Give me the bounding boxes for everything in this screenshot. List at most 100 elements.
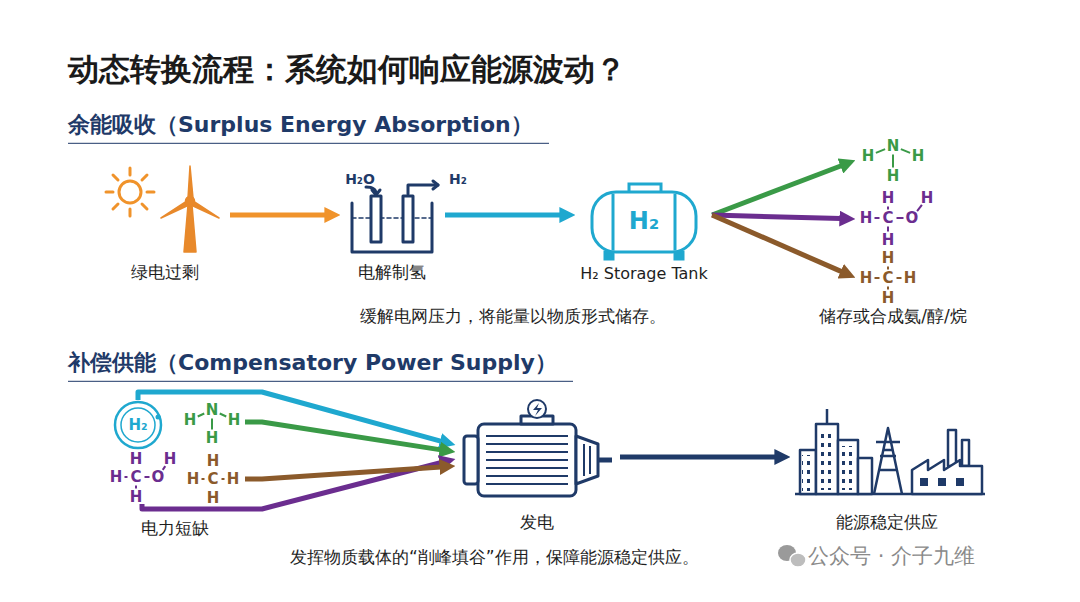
source-icon-node: 绿电过剩 xyxy=(100,160,230,285)
node-label: H₂ Storage Tank xyxy=(580,264,708,283)
city-icon-part xyxy=(962,440,969,466)
atom-symbol: C xyxy=(882,271,893,286)
bond-line xyxy=(887,207,889,210)
bond-line xyxy=(887,267,889,270)
node-label: 电解制氢 xyxy=(358,262,426,282)
node-label: H₂ xyxy=(629,207,660,236)
electrolyzer-icon-part xyxy=(352,203,432,252)
sun-icon-part xyxy=(142,204,147,209)
atom-symbol: H xyxy=(887,169,900,184)
atom-symbol: H xyxy=(921,191,934,206)
sun-icon-part xyxy=(106,191,113,194)
bond-line xyxy=(222,478,225,480)
atom-symbol: H xyxy=(130,452,143,467)
bond-line xyxy=(135,486,137,489)
molecule-node: HHHCOH xyxy=(106,452,178,504)
atom-symbol: H xyxy=(882,291,895,306)
atom-symbol: H xyxy=(882,233,895,248)
circle-outline-ring xyxy=(115,402,161,448)
circle-inner-ring xyxy=(121,408,155,442)
city-icon-part xyxy=(874,428,902,494)
bond-line xyxy=(897,277,902,279)
city-icon-part xyxy=(948,430,956,466)
bond-line xyxy=(876,149,885,153)
generator-icon-part xyxy=(576,436,598,484)
wind-turbine-icon-part xyxy=(184,205,196,252)
bond-line xyxy=(887,227,889,232)
electrolyzer-icon-part xyxy=(433,181,438,189)
sun-icon-part xyxy=(129,168,132,175)
node-label: 发电 xyxy=(520,512,554,532)
bond-line xyxy=(145,476,150,478)
hydrogen-tank-icon-part xyxy=(675,252,683,259)
atom-symbol: H xyxy=(228,413,241,428)
bond-line xyxy=(887,287,889,290)
bond-line xyxy=(875,217,880,219)
atom-symbol: H xyxy=(207,491,220,506)
sun-icon-part xyxy=(113,175,118,180)
flow-arrow xyxy=(230,213,326,218)
node-label: 能源稳定供应 xyxy=(836,512,938,532)
sun-icon-part xyxy=(113,204,118,209)
bond-line xyxy=(220,414,227,417)
hydrogen-tank-icon xyxy=(592,184,696,259)
atom-symbol: H xyxy=(184,413,197,428)
flow-arrow xyxy=(138,392,442,441)
storage-icon-node: H₂ H₂ Storage Tank xyxy=(575,170,712,285)
section-heading: 补偿供能（Compensatory Power Supply） xyxy=(68,350,573,382)
city-icon-part xyxy=(938,478,946,486)
node-label: 绿电过剩 xyxy=(131,262,199,282)
process-icon-node: 电解制氢 xyxy=(340,165,445,285)
electrolyzer-icon-part xyxy=(352,217,432,219)
atom-symbol: H xyxy=(860,271,873,286)
city-icon-part xyxy=(912,460,982,494)
city-icon-part xyxy=(802,455,814,491)
electrolyzer-icon-part xyxy=(372,190,380,195)
bond-line xyxy=(198,414,205,417)
chemical-label: H₂O xyxy=(345,171,375,188)
diagram-title: 动态转换流程：系统如何响应能源波动？ xyxy=(68,51,626,88)
bond-line xyxy=(875,277,880,279)
wind-turbine-icon-part xyxy=(161,201,189,218)
city-icon-part xyxy=(800,450,816,494)
city-icon xyxy=(795,409,985,494)
wind-turbine-icon xyxy=(161,166,219,252)
atom-symbol: H xyxy=(227,472,240,487)
caption-note: 缓解电网压力，将能量以物质形式储存。 xyxy=(360,306,666,326)
bond-line xyxy=(901,149,910,153)
city-icon-part xyxy=(819,430,835,490)
atom-symbol: H xyxy=(860,211,873,226)
generator-icon-part xyxy=(464,436,478,484)
generator-icon-part xyxy=(486,432,568,488)
section-heading: 余能吸收（Surplus Energy Absorption） xyxy=(68,112,549,144)
sun-icon-part xyxy=(147,191,154,194)
bond-line xyxy=(897,217,904,219)
electrolyzer-icon-part xyxy=(371,196,381,242)
generator-icon-part xyxy=(598,458,612,463)
molecule-node: HHHCOH xyxy=(855,190,937,248)
atom-symbol: H xyxy=(187,472,200,487)
atom-symbol: H xyxy=(882,251,895,266)
atom-symbol: H xyxy=(904,271,917,286)
atom-symbol: H xyxy=(882,191,895,206)
bond-lines xyxy=(125,149,922,488)
flow-arrow xyxy=(620,455,776,460)
atom-symbol: H xyxy=(130,490,143,505)
bond-line xyxy=(892,155,894,168)
city-icon-part xyxy=(816,424,838,494)
wind-turbine-icon-part xyxy=(188,166,193,198)
wind-turbine-icon-part xyxy=(186,197,195,206)
caption-note: 发挥物质载体的“削峰填谷”作用，保障能源稳定供应。 xyxy=(290,547,699,567)
generator-node: 发电 xyxy=(455,405,620,535)
atom-symbol: N xyxy=(206,403,219,418)
molecule-node: HHCHH xyxy=(855,250,930,305)
watermark-icon xyxy=(778,545,806,567)
atom-symbol: H xyxy=(110,470,123,485)
hydrogen-tank-icon-part xyxy=(605,252,613,259)
carrier-group: 电力短缺H₂HNHHHHHCOHHHCHH xyxy=(100,395,275,540)
hydrogen-tank-icon-part xyxy=(674,194,677,250)
atom-symbol: O xyxy=(152,470,165,485)
flow-arrow xyxy=(712,215,841,219)
